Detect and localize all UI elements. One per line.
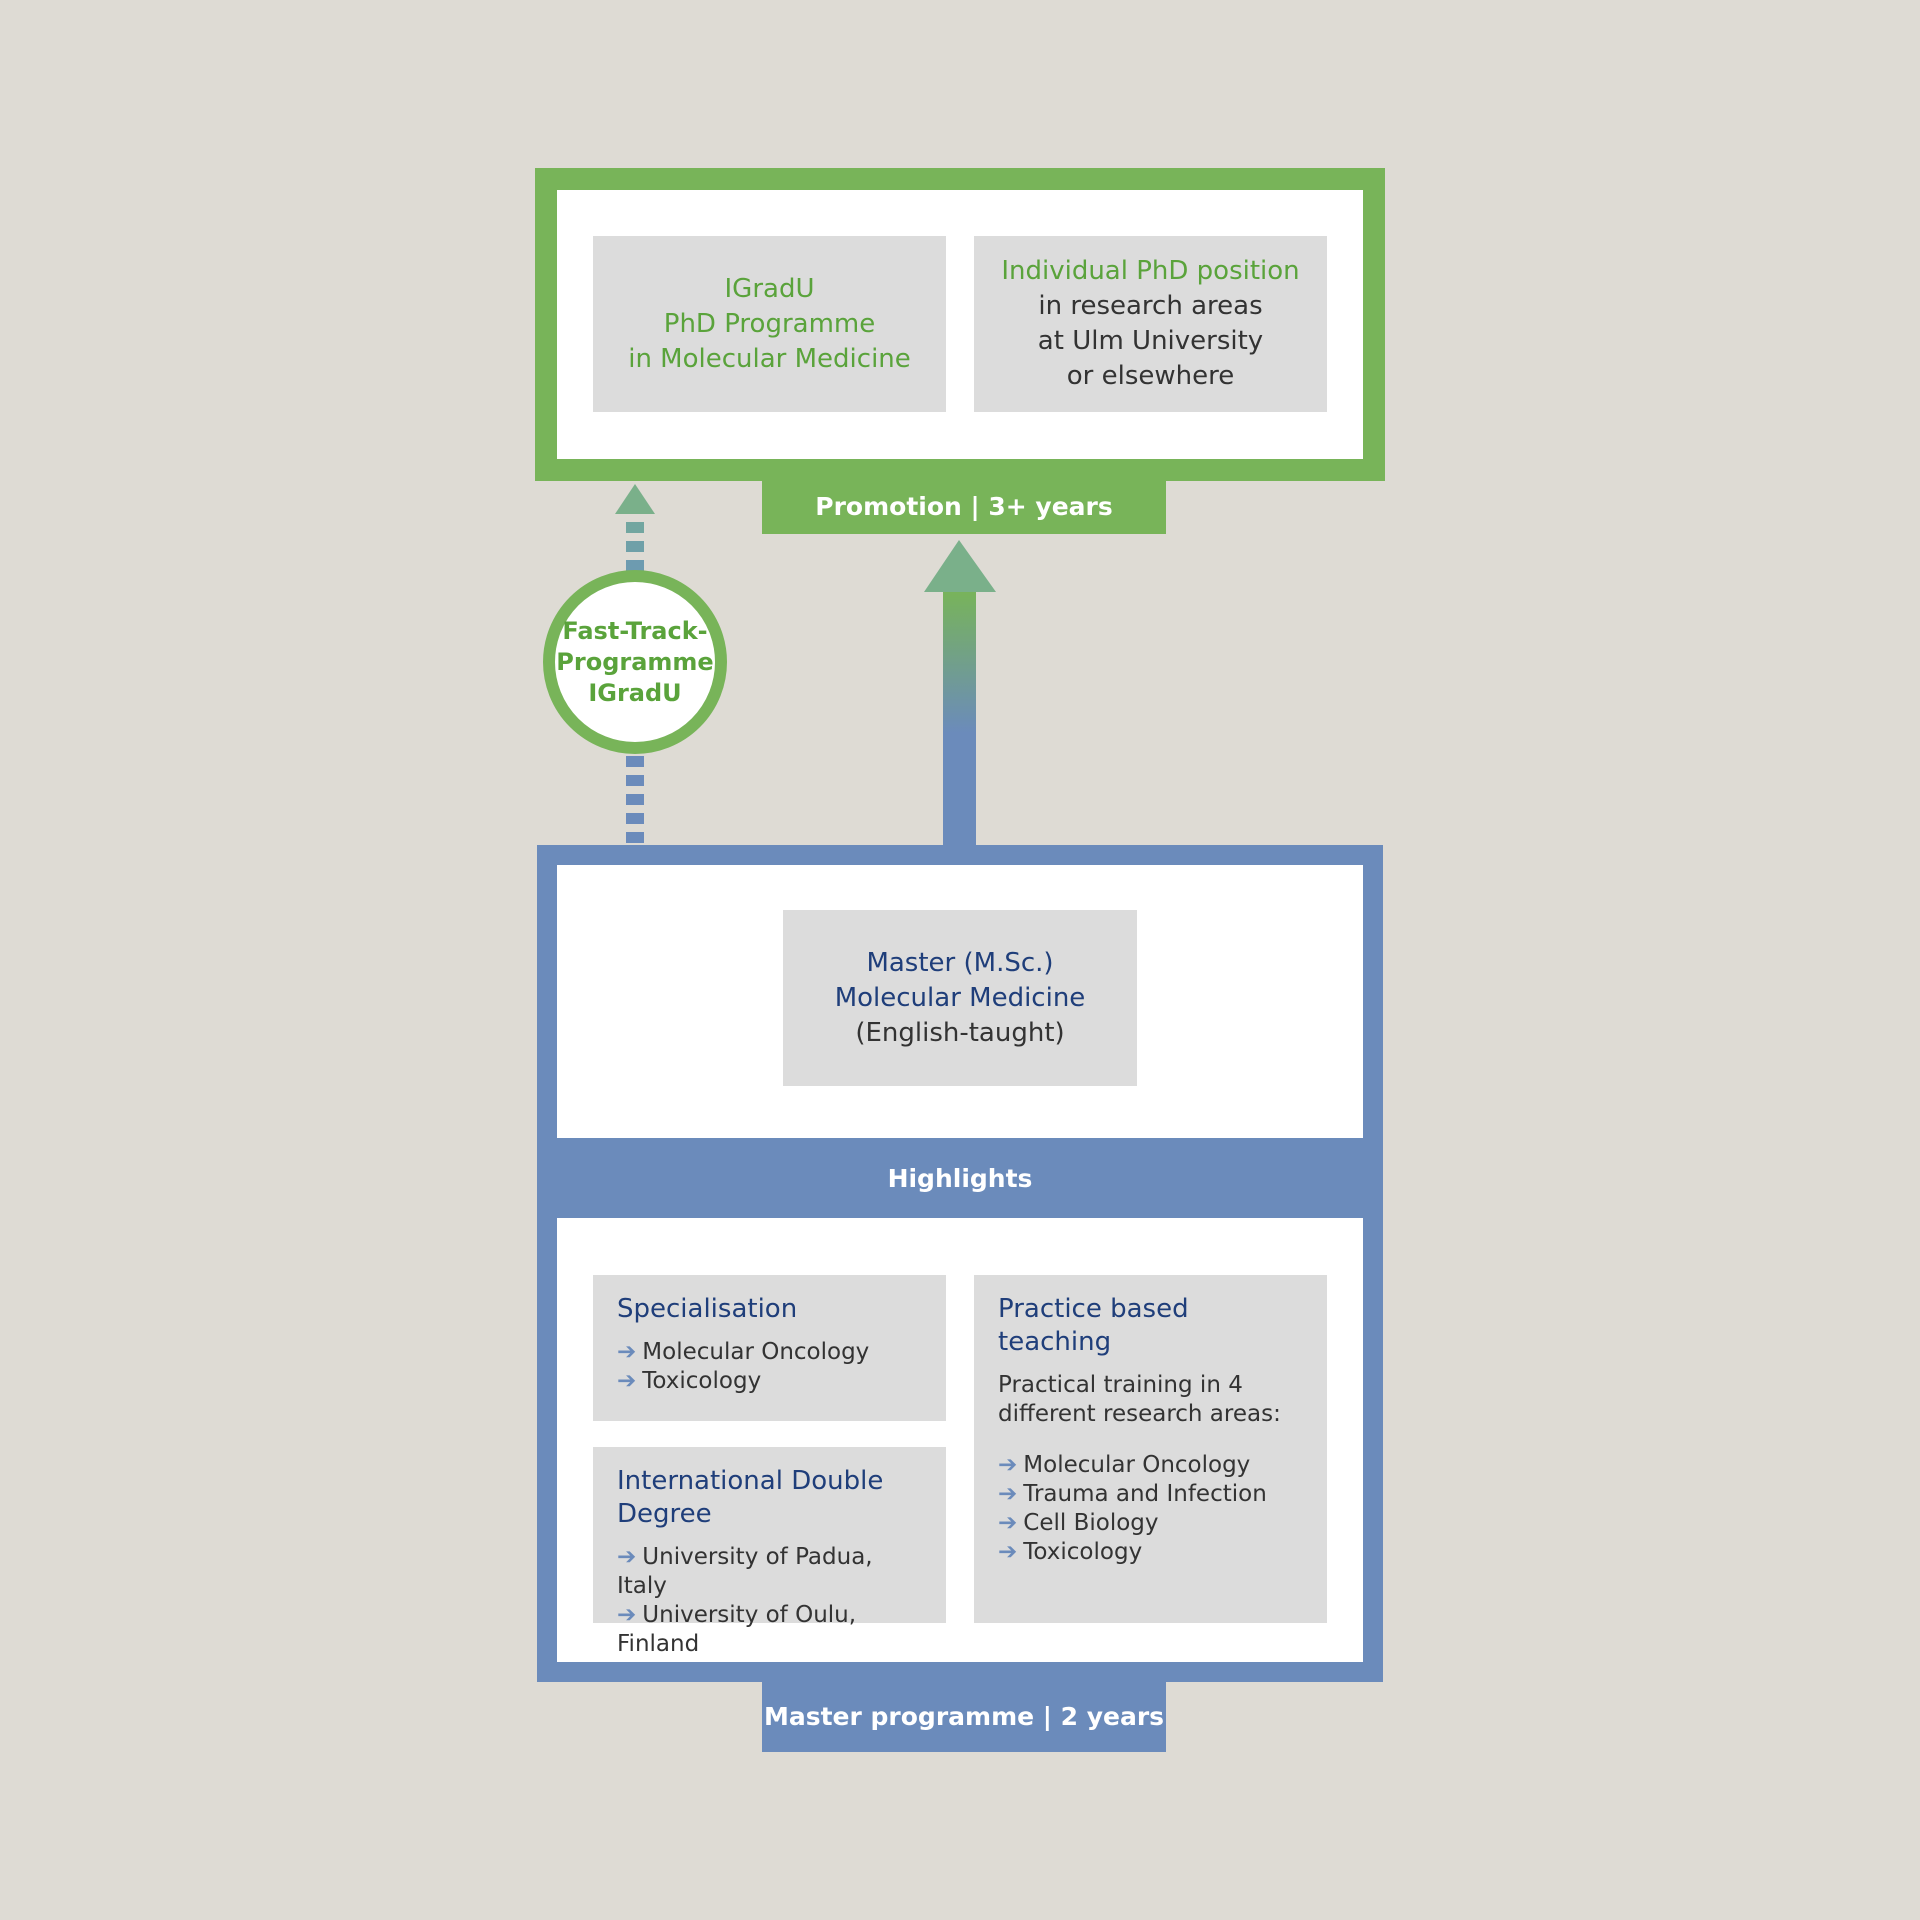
fast-track-circle: Fast-Track- Programme IGradU <box>543 570 727 754</box>
phd-box2-line1: Individual PhD position <box>1001 256 1300 286</box>
master-box-line2: Molecular Medicine <box>834 982 1086 1013</box>
practice-teaching-card: Practice based teaching Practical traini… <box>974 1275 1327 1623</box>
double-degree-title: International Double Degree <box>617 1466 884 1529</box>
master-programme-label: Master programme | 2 years <box>762 1680 1166 1752</box>
phd-box1-line3: in Molecular Medicine <box>628 343 911 374</box>
double-degree-card: International Double Degree ➔University … <box>593 1447 946 1657</box>
fast-track-line2: Programme <box>556 647 714 676</box>
list-item: ➔Cell Biology <box>998 1510 1159 1536</box>
igradu-phd-programme-box: IGradU PhD Programme in Molecular Medici… <box>593 236 946 412</box>
phd-box1-line1: IGradU <box>724 273 815 304</box>
fast-track-line3: IGradU <box>588 678 682 707</box>
list-item: ➔Molecular Oncology <box>617 1339 870 1365</box>
phd-box2-line2: in research areas <box>1038 291 1263 321</box>
master-box-line3: (English-taught) <box>855 1017 1065 1048</box>
double-degree-list: ➔University of Padua, Italy ➔University … <box>617 1543 922 1659</box>
phd-box1-line2: PhD Programme <box>663 308 876 339</box>
arrow-right-icon: ➔ <box>617 1602 637 1628</box>
list-item: ➔Toxicology <box>998 1539 1143 1565</box>
arrow-right-icon: ➔ <box>998 1452 1018 1478</box>
list-item: ➔Trauma and Infection <box>998 1481 1267 1507</box>
specialisation-title: Specialisation <box>617 1294 798 1324</box>
arrow-right-icon: ➔ <box>998 1539 1018 1565</box>
main-arrow-up-icon <box>924 540 996 850</box>
practice-text: Practical training in 4 different resear… <box>998 1372 1281 1427</box>
list-item: ➔University of Padua, Italy <box>617 1544 873 1599</box>
list-item: ➔Toxicology <box>617 1368 762 1394</box>
individual-phd-box: Individual PhD position in research area… <box>974 236 1327 412</box>
highlights-bar: Highlights <box>537 1138 1383 1218</box>
phd-box2-line4: or elsewhere <box>1066 361 1235 391</box>
arrow-right-icon: ➔ <box>617 1544 637 1570</box>
practice-list: ➔Molecular Oncology ➔Trauma and Infectio… <box>998 1451 1303 1567</box>
practice-title: Practice based teaching <box>998 1294 1189 1357</box>
arrow-right-icon: ➔ <box>998 1510 1018 1536</box>
master-box-line1: Master (M.Sc.) <box>866 947 1054 978</box>
arrow-right-icon: ➔ <box>617 1368 637 1394</box>
promotion-label: Promotion | 3+ years <box>762 478 1166 534</box>
list-item: ➔Molecular Oncology <box>998 1452 1251 1478</box>
fast-track-line1: Fast-Track- <box>562 616 708 645</box>
arrow-right-icon: ➔ <box>998 1481 1018 1507</box>
specialisation-card: Specialisation ➔Molecular Oncology ➔Toxi… <box>593 1275 946 1421</box>
specialisation-list: ➔Molecular Oncology ➔Toxicology <box>617 1338 922 1396</box>
phd-box2-line3: at Ulm University <box>1037 326 1264 356</box>
arrow-right-icon: ➔ <box>617 1339 637 1365</box>
master-msc-box: Master (M.Sc.) Molecular Medicine (Engli… <box>783 910 1137 1086</box>
list-item: ➔University of Oulu, Finland <box>617 1602 857 1657</box>
